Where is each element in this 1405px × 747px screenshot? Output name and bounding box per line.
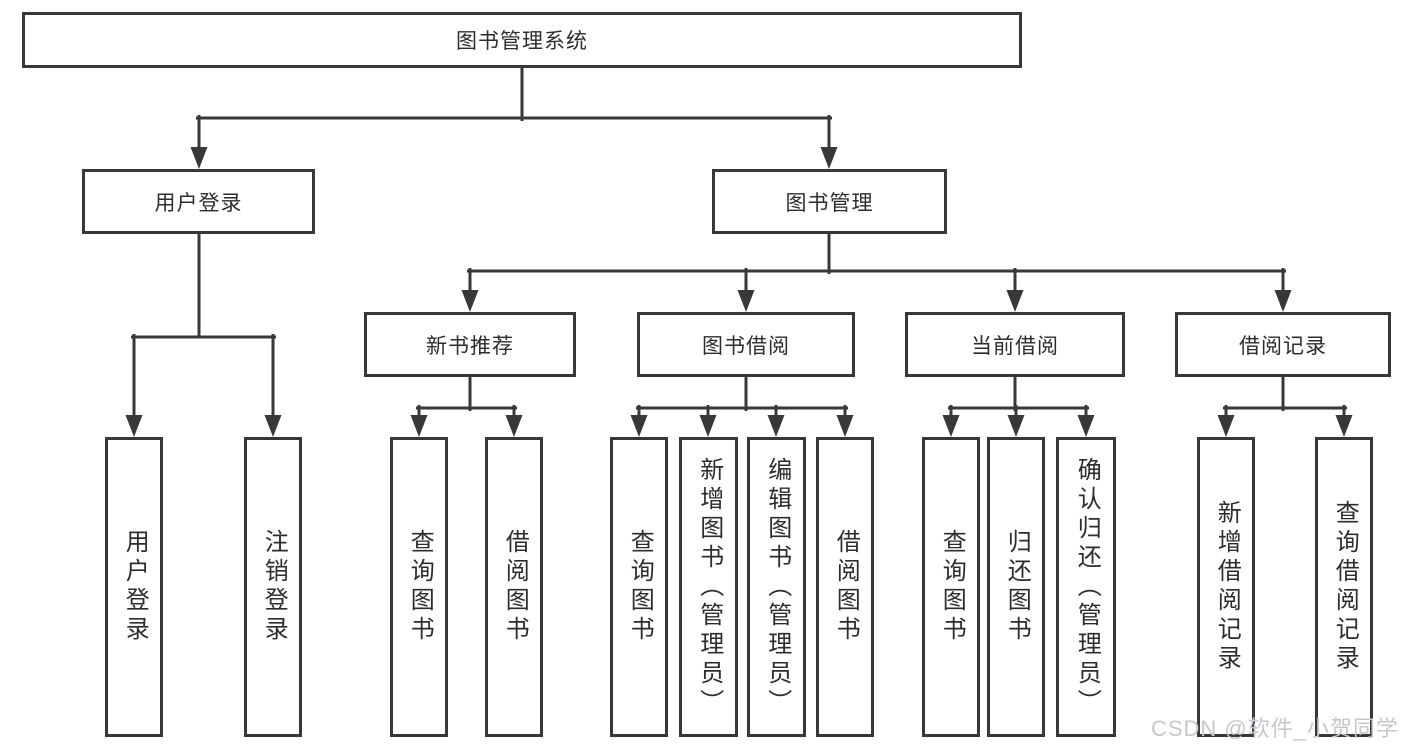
leaf-label: 查询图书 [626, 529, 654, 645]
leaf-label: 借阅图书 [832, 529, 860, 645]
arrow-down-icon [836, 415, 854, 437]
arrow-down-icon [630, 415, 648, 437]
node-leaf-add-books-admin: 新增图书（管理员） [679, 437, 738, 737]
node-leaf-user-login: 用户登录 [105, 437, 163, 737]
arrow-down-icon [1274, 290, 1292, 312]
node-book-mgmt-branch: 图书管理 [712, 169, 947, 234]
edges-current-borrow-section [942, 375, 1095, 437]
edges-book-mgmt-to-sections [461, 232, 1292, 312]
arrow-down-icon [190, 147, 208, 169]
node-section-current-borrow: 当前借阅 [905, 312, 1125, 377]
leaf-label: 查询图书 [938, 529, 966, 645]
arrow-down-icon [505, 415, 523, 437]
leaf-label: 注销登录 [260, 529, 288, 645]
node-leaf-query-books-2: 查询图书 [610, 437, 668, 737]
arrow-down-icon [699, 415, 717, 437]
arrow-down-icon [461, 290, 479, 312]
arrow-down-icon [410, 415, 428, 437]
node-user-login-branch: 用户登录 [82, 169, 315, 234]
leaf-label: 查询图书 [406, 529, 434, 645]
node-leaf-borrow-books-2: 借阅图书 [816, 437, 874, 737]
leaf-label: 新增借阅记录 [1213, 500, 1241, 674]
arrow-down-icon [737, 290, 755, 312]
node-leaf-query-books-1: 查询图书 [390, 437, 448, 737]
edges-root-to-level2 [190, 66, 838, 169]
leaf-label: 用户登录 [121, 529, 149, 645]
arrow-down-icon [125, 415, 143, 437]
node-root-system: 图书管理系统 [22, 12, 1022, 68]
node-section-new-books: 新书推荐 [364, 312, 576, 377]
arrow-down-icon [942, 415, 960, 437]
arrow-down-icon [820, 147, 838, 169]
arrow-down-icon [1077, 415, 1095, 437]
leaf-label: 归还图书 [1003, 529, 1031, 645]
arrow-down-icon [264, 415, 282, 437]
leaf-label: 借阅图书 [501, 529, 529, 645]
node-leaf-query-books-3: 查询图书 [922, 437, 980, 737]
edges-new-books-section [410, 375, 523, 437]
arrow-down-icon [1335, 415, 1353, 437]
edges-user-login-branch [125, 232, 282, 437]
leaf-label: 确认归还（管理员） [1073, 456, 1101, 718]
node-leaf-confirm-return-admin: 确认归还（管理员） [1056, 437, 1116, 737]
arrow-down-icon [1006, 290, 1024, 312]
arrow-down-icon [1217, 415, 1235, 437]
node-leaf-query-borrow-record: 查询借阅记录 [1315, 437, 1373, 737]
leaf-label: 新增图书（管理员） [695, 456, 723, 718]
node-leaf-edit-books-admin: 编辑图书（管理员） [747, 437, 806, 737]
node-leaf-logout: 注销登录 [244, 437, 302, 737]
edges-book-borrow-section [630, 375, 854, 437]
csdn-watermark: CSDN @软件_小贺同学 [1150, 716, 1399, 741]
leaf-label: 编辑图书（管理员） [763, 456, 791, 718]
node-leaf-add-borrow-record: 新增借阅记录 [1197, 437, 1255, 737]
edges-borrow-records-section [1217, 375, 1353, 437]
node-leaf-return-books: 归还图书 [987, 437, 1045, 737]
node-section-borrow-records: 借阅记录 [1175, 312, 1391, 377]
arrow-down-icon [1007, 415, 1025, 437]
arrow-down-icon [767, 415, 785, 437]
node-section-book-borrow: 图书借阅 [637, 312, 855, 377]
leaf-label: 查询借阅记录 [1331, 500, 1359, 674]
node-leaf-borrow-books-1: 借阅图书 [485, 437, 543, 737]
